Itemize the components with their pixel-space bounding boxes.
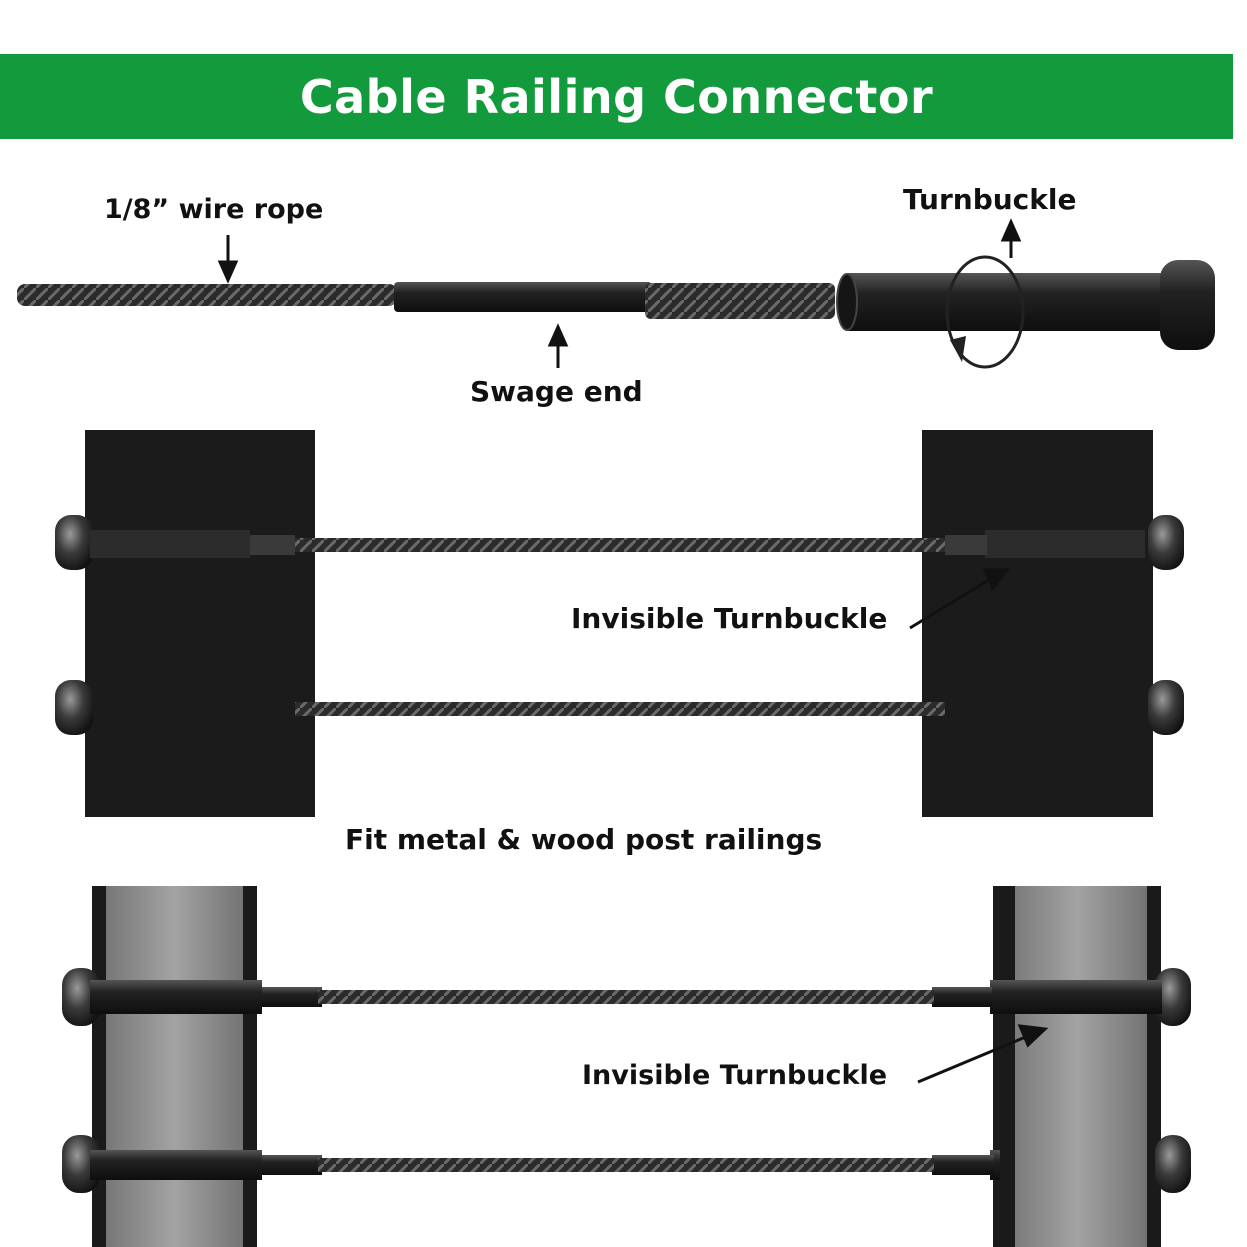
wood-post-railing (55, 430, 1184, 817)
title-banner: Cable Railing Connector (0, 54, 1233, 139)
invisible-turnbuckle-label-bottom: Invisible Turnbuckle (582, 1060, 888, 1091)
wire-rope-label: 1/8” wire rope (104, 194, 324, 225)
cable-lower-metal (318, 1158, 934, 1172)
rotation-arrow (945, 255, 1025, 369)
turnbuckle-part (836, 255, 1215, 369)
banner-title: Cable Railing Connector (299, 69, 934, 124)
post-right-dark (922, 430, 1153, 817)
metal-post-railing (62, 886, 1191, 1247)
swage-end-fitting (394, 282, 652, 312)
swage-end-thread (645, 283, 835, 319)
wire-rope (17, 284, 397, 306)
cable-upper-metal (318, 990, 934, 1004)
pointer-arrows-top (217, 218, 1022, 368)
pointer-arrow-mid (909, 568, 1011, 630)
post-left-metal (92, 886, 257, 1247)
fit-caption: Fit metal & wood post railings (345, 823, 823, 856)
cable-lower-dark (295, 702, 945, 716)
wire-rope-assembly (17, 282, 835, 319)
cable-upper-dark (295, 538, 945, 552)
pointer-arrow-bottom (917, 1024, 1049, 1084)
swage-end-label: Swage end (470, 375, 643, 408)
invisible-turnbuckle-label-top: Invisible Turnbuckle (571, 602, 888, 635)
turnbuckle-label: Turnbuckle (903, 183, 1077, 216)
post-left-dark (85, 430, 315, 817)
post-right-metal (993, 886, 1161, 1247)
